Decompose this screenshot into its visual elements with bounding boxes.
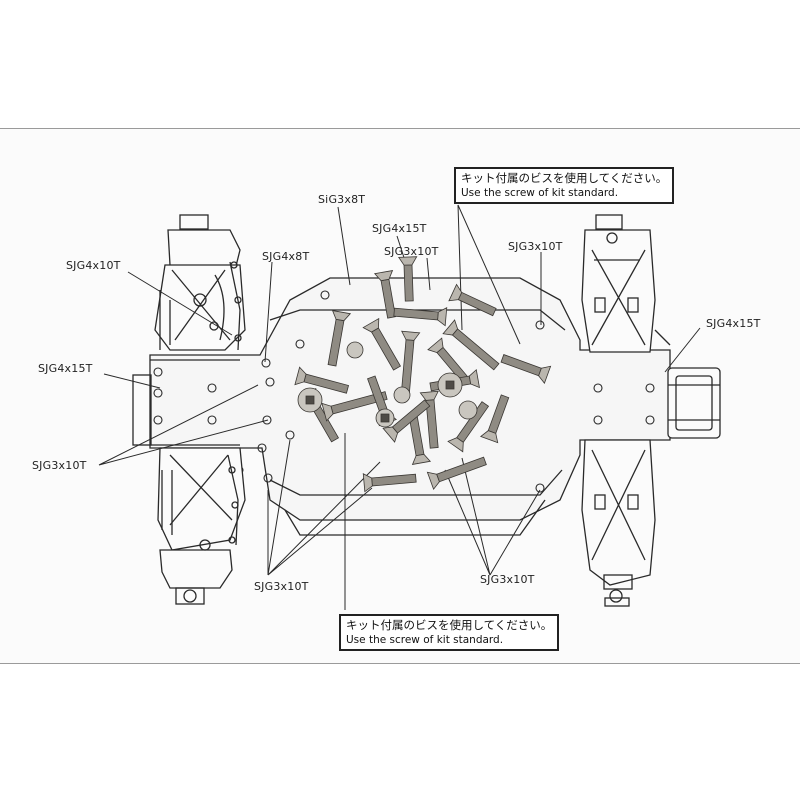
label-sjg3x10t-right-top: SJG3x10T — [508, 240, 563, 253]
label-sig3x8t: SiG3x8T — [318, 193, 366, 206]
label-sjg3x10t-top: SJG3x10T — [384, 245, 439, 258]
label-sjg3x10t-bottom-right: SJG3x10T — [480, 573, 535, 586]
right-lower-arm — [581, 439, 656, 607]
label-sjg4x10t-left: SJG4x10T — [66, 259, 121, 272]
label-sjg3x10t-bottom-left: SJG3x10T — [254, 580, 309, 593]
chassis-plate — [132, 277, 671, 536]
label-sjg4x8t: SJG4x8T — [262, 250, 310, 263]
label-sjg4x15t-right: SJG4x15T — [706, 317, 761, 330]
right-upper-arm — [581, 214, 671, 353]
label-sjg3x10t-left: SJG3x10T — [32, 459, 87, 472]
sheet-top-edge — [0, 128, 800, 129]
left-upper-arm — [154, 214, 246, 351]
note-top-japanese: キット付属のビスを使用してください。 — [461, 171, 668, 185]
label-sjg4x15t-left: SJG4x15T — [38, 362, 93, 375]
note-bottom: キット付属のビスを使用してください。 Use the screw of kit … — [339, 614, 560, 651]
note-top-english: Use the screw of kit standard. — [461, 187, 619, 199]
sheet-bottom-edge — [0, 663, 800, 664]
leader-lines — [98, 204, 701, 610]
rear-bumper — [667, 367, 721, 439]
screw-pile-icon — [294, 256, 552, 493]
note-top: キット付属のビスを使用してください。 Use the screw of kit … — [454, 167, 675, 204]
left-lower-arm — [157, 447, 246, 605]
note-bottom-english: Use the screw of kit standard. — [346, 634, 504, 646]
label-sjg4x15t-top: SJG4x15T — [372, 222, 427, 235]
note-bottom-japanese: キット付属のビスを使用してください。 — [346, 618, 553, 632]
